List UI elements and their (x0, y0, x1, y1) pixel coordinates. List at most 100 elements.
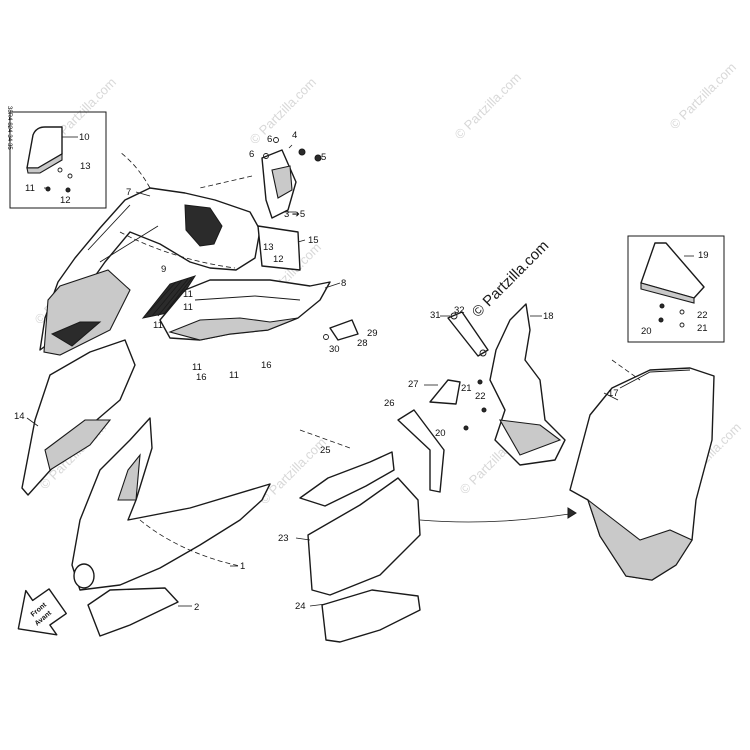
callout: 16 (261, 360, 272, 371)
washer (323, 334, 329, 340)
part-28-fitting (323, 319, 359, 341)
panel-lower (586, 498, 693, 581)
bracket-shadow (498, 419, 562, 456)
callout: 11 (229, 370, 239, 381)
callout: 6 (249, 149, 254, 160)
watermark: © Partzilla.com (667, 60, 740, 133)
callout: 30 (329, 344, 340, 355)
detail-box (9, 111, 107, 209)
watermark: © Partzilla.com (452, 70, 525, 143)
deflector-face (44, 419, 112, 471)
part-18-bracket (447, 303, 566, 466)
callout: 25 (320, 445, 331, 456)
watermark-main: © Partzilla.com (469, 237, 552, 320)
callout: 32 (454, 305, 465, 316)
callout: 31 (430, 310, 441, 321)
callout: 16 (196, 372, 207, 383)
callout: 19 (698, 250, 709, 261)
parts-23-24-25 (299, 451, 421, 643)
callout: 18 (543, 311, 554, 322)
dash-guide (139, 519, 241, 567)
callout-leaders (26, 136, 694, 607)
callout: 8 (341, 278, 346, 289)
part-8-side-panel (159, 279, 331, 341)
detail-box (627, 235, 725, 343)
rod-end (450, 312, 458, 320)
fascia-inset (117, 453, 141, 501)
callout: 13 (263, 242, 274, 253)
fastener (658, 317, 664, 323)
part-17-right-panel (569, 359, 715, 581)
side-panel-line (194, 295, 301, 301)
rod-end (479, 349, 487, 357)
callout: 1 (240, 561, 245, 572)
part-1-front-fascia (71, 417, 271, 591)
callout: 14 (14, 411, 25, 422)
callout: 11 (192, 362, 202, 373)
fairing-lines (87, 204, 159, 263)
grill-lines (146, 277, 193, 317)
callout: 20 (435, 428, 446, 439)
part-31-rod (447, 311, 489, 357)
callout: 11 (183, 302, 193, 313)
fitting-body (329, 319, 359, 341)
part-7-upper-fairing (39, 187, 261, 356)
callout: 13 (80, 161, 91, 172)
callout: 29 (367, 328, 378, 339)
callout: 11 (153, 320, 163, 331)
callout: 23 (278, 533, 289, 544)
part-10-side (26, 153, 63, 174)
part-24-panel (321, 589, 421, 643)
screw (273, 137, 279, 143)
callout: 7 (126, 187, 131, 198)
screw (263, 153, 269, 159)
dash-guide (199, 175, 253, 189)
part-14-deflector (21, 339, 136, 496)
assembly-arrow (419, 512, 577, 523)
fastener (65, 187, 71, 193)
callout: 3 ➔5 (284, 209, 305, 220)
part-26-strip (397, 409, 445, 493)
fairing-vent (184, 204, 223, 247)
fastener (659, 303, 665, 309)
callout: 22 (475, 391, 486, 402)
front-arrow: Front Avant (17, 588, 67, 636)
fastener (463, 425, 469, 431)
fastener (679, 309, 685, 315)
fascia-light (73, 563, 95, 589)
part-10-cover (26, 126, 63, 169)
side-panel-underside (168, 317, 299, 341)
callout: 2 (194, 602, 199, 613)
nut (314, 154, 322, 162)
callout: 22 (697, 310, 708, 321)
detail-box-right-cover (627, 235, 725, 343)
callout: 26 (384, 398, 395, 409)
callout: 12 (60, 195, 71, 206)
callout: 12 (273, 254, 284, 265)
part-2-lower-lip (87, 587, 179, 637)
callout: 28 (357, 338, 368, 349)
callout: 11 (183, 289, 193, 300)
callout: 27 (408, 379, 419, 390)
nut (298, 148, 306, 156)
callout: 6 (267, 134, 272, 145)
panel-top-line (619, 369, 691, 389)
bracket-face (271, 165, 293, 199)
dash-guide (299, 429, 351, 449)
callout: 21 (461, 383, 472, 394)
part-19-side (640, 282, 695, 304)
fascia-shell (71, 417, 271, 591)
dash-guide (611, 359, 641, 381)
callout: 21 (697, 323, 708, 334)
part-23-panel (307, 477, 421, 596)
fastener (67, 173, 73, 179)
callout: 11 (25, 183, 35, 194)
fairing-edge (50, 321, 102, 347)
arrowhead (567, 507, 577, 519)
part-9-grill (141, 275, 197, 319)
callout: 24 (295, 601, 306, 612)
callout: 20 (641, 326, 652, 337)
dash-guide (119, 231, 236, 269)
part-15-panel (257, 225, 301, 271)
